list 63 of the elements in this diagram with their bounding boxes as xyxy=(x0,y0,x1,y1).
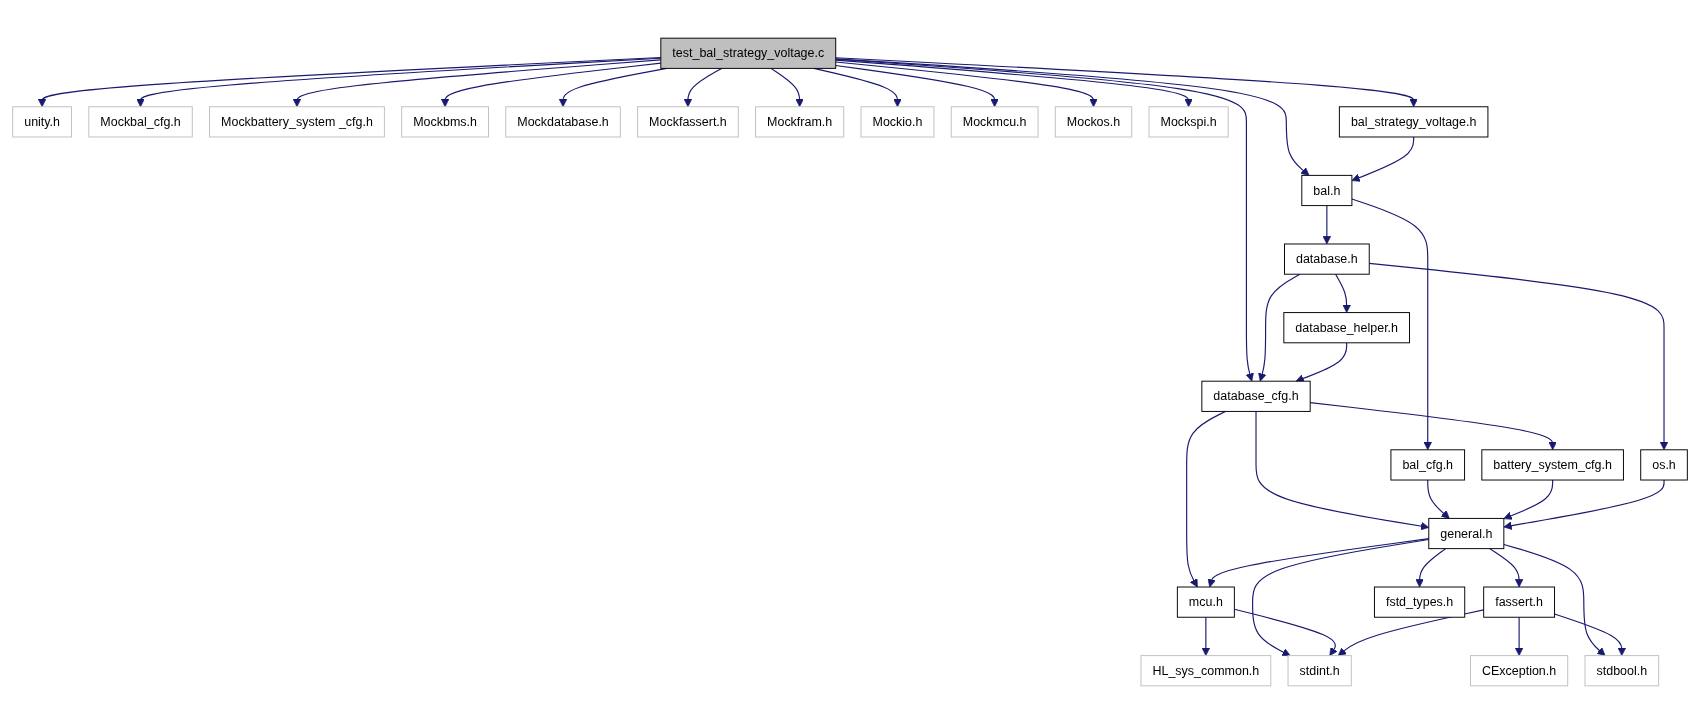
arrow xyxy=(1337,609,1484,656)
arrow xyxy=(1350,198,1432,451)
node-box: Mockspi.h xyxy=(1148,106,1229,138)
node-box: bal_strategy_voltage.h xyxy=(1338,106,1488,138)
arrow xyxy=(1322,205,1331,245)
arrow xyxy=(292,59,661,108)
node-box: test_bal_strategy_voltage.c xyxy=(659,37,836,69)
arrow xyxy=(440,62,661,108)
node-box: stdint.h xyxy=(1287,655,1352,687)
arrow xyxy=(683,67,722,108)
arrow xyxy=(1309,402,1557,451)
node-box: fstd_types.h xyxy=(1373,586,1465,618)
arrow xyxy=(1207,538,1429,588)
arrow xyxy=(1334,273,1351,313)
node-box: Mockdatabase.h xyxy=(504,106,621,138)
arrow xyxy=(1488,548,1523,588)
arrow xyxy=(1201,616,1210,656)
node-box: CException.h xyxy=(1469,655,1568,687)
node-box: Mockbal_cfg.h xyxy=(87,106,193,138)
arrow xyxy=(1295,342,1347,383)
arrow xyxy=(1351,136,1414,182)
arrow xyxy=(834,58,1309,176)
node-box: mcu.h xyxy=(1176,586,1235,618)
arrow xyxy=(1368,262,1668,451)
node-box: Mockos.h xyxy=(1054,106,1132,138)
node-box: Mockmcu.h xyxy=(950,106,1038,138)
arrow xyxy=(1251,538,1429,656)
arrow xyxy=(834,64,999,108)
arrow xyxy=(1233,608,1338,656)
node-box: database_cfg.h xyxy=(1200,380,1311,412)
node-box: HL_sys_common.h xyxy=(1139,655,1271,687)
arrow xyxy=(135,57,661,108)
node-box: Mockfassert.h xyxy=(636,106,739,138)
node-box: stdbool.h xyxy=(1584,655,1659,687)
node-box: Mockbattery_system _cfg.h xyxy=(208,106,385,138)
arrow xyxy=(1426,479,1450,519)
arrow xyxy=(37,56,661,108)
node-box: Mockfram.h xyxy=(754,106,844,138)
arrow xyxy=(769,67,804,108)
node-box: bal.h xyxy=(1300,174,1352,207)
node-box: os.h xyxy=(1639,449,1688,481)
arrow xyxy=(1185,410,1226,588)
node-box: database.h xyxy=(1283,243,1370,275)
arrow xyxy=(1502,479,1553,520)
arrow xyxy=(1254,410,1429,531)
node-box: Mockbms.h xyxy=(400,106,489,138)
node-box: battery_system_cfg.h xyxy=(1480,449,1624,481)
node-box: general.h xyxy=(1427,517,1504,550)
arrow xyxy=(834,59,1193,108)
arrow xyxy=(1514,616,1523,656)
node-box: database_helper.h xyxy=(1282,312,1410,344)
node-box: fassert.h xyxy=(1482,586,1555,618)
arrow xyxy=(834,61,1098,108)
arrow xyxy=(1502,479,1665,530)
arrow xyxy=(1502,543,1605,656)
arrow xyxy=(1553,613,1626,656)
arrow xyxy=(1257,273,1300,382)
node-box: Mockio.h xyxy=(860,106,934,138)
node-box: unity.h xyxy=(11,106,72,138)
arrow xyxy=(834,58,1254,382)
node-box: bal_cfg.h xyxy=(1389,449,1465,481)
arrow xyxy=(1414,548,1446,588)
arrow xyxy=(834,57,1418,108)
